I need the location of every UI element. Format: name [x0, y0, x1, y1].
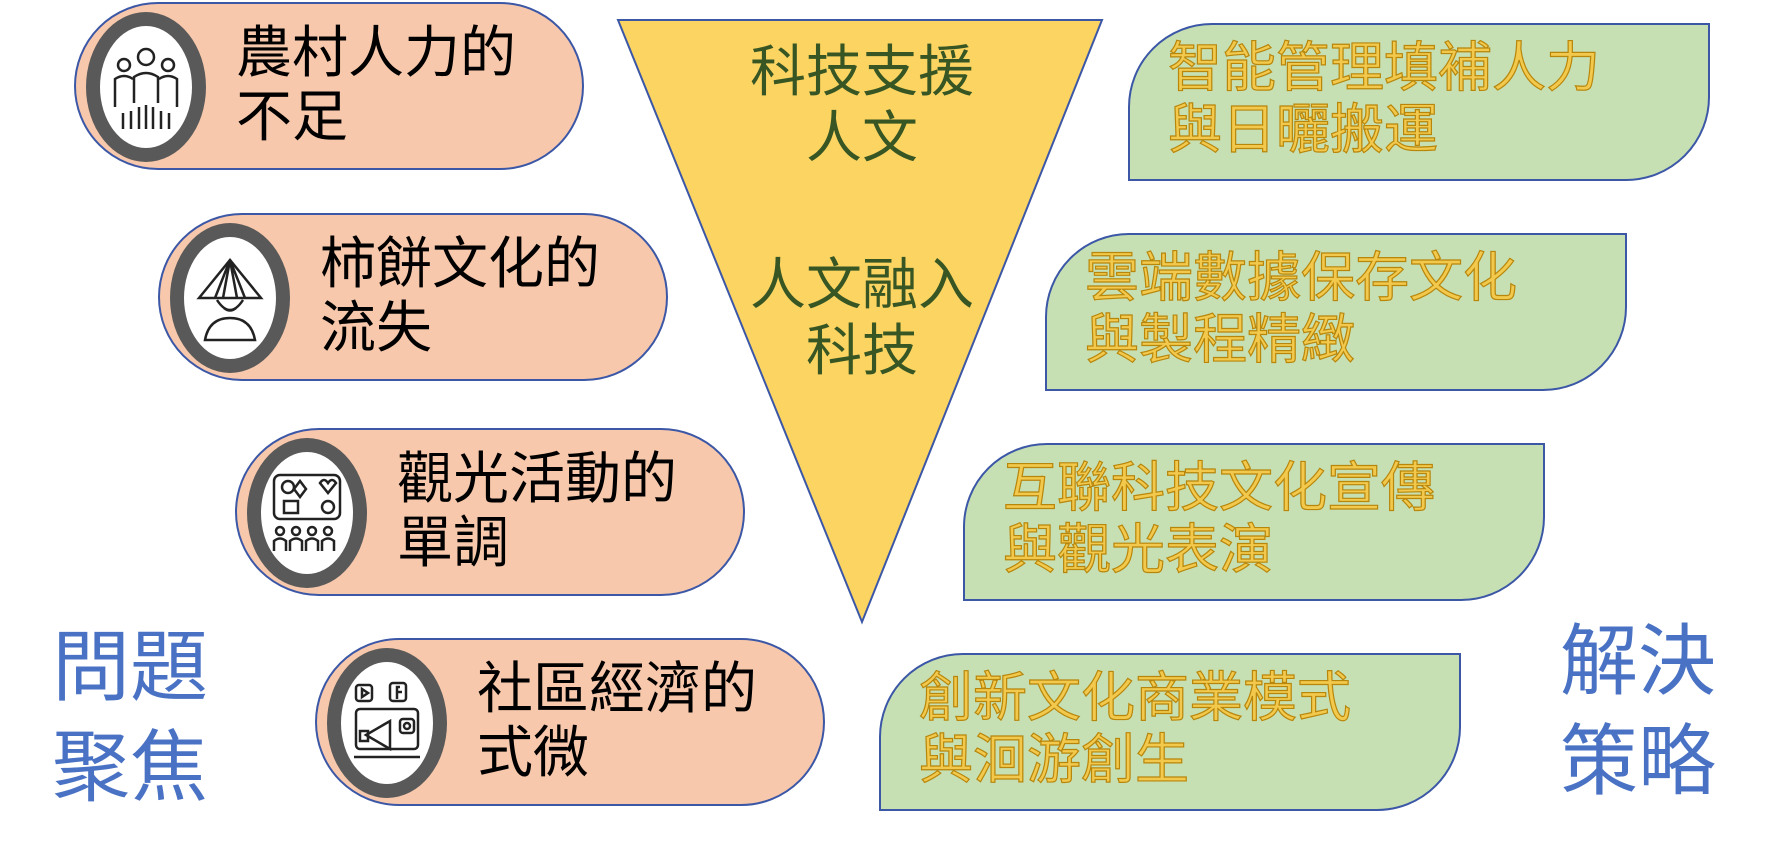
problem-card-tourism: 觀光活動的 單調 [235, 428, 745, 596]
solution-text: 創新文化商業模式 與洄游創生 [918, 666, 1351, 791]
solution-text: 互聯科技文化宣傳 與觀光表演 [1002, 456, 1435, 581]
problem-card-culture: 柿餅文化的 流失 [158, 213, 668, 381]
problem-focus-label: 問題 聚焦 [52, 623, 209, 813]
problem-card-labor: 農村人力的 不足 [74, 2, 584, 170]
farmer-hat-icon [170, 223, 290, 373]
problem-text: 觀光活動的 單調 [397, 447, 677, 576]
problem-text: 柿餅文化的 流失 [320, 232, 600, 361]
problem-card-economy: 社區經濟的 式微 [315, 638, 825, 806]
megaphone-social-icon [327, 648, 447, 798]
solution-card-smart-management: 智能管理填補人力 與日曬搬運 [1128, 23, 1710, 181]
problem-text: 農村人力的 不足 [236, 21, 516, 150]
solution-card-connected-tech: 互聯科技文化宣傳 與觀光表演 [963, 443, 1545, 601]
solution-card-cloud-data: 雲端數據保存文化 與製程精緻 [1045, 233, 1627, 391]
solution-strategy-label: 解決 策略 [1560, 617, 1717, 807]
people-icon [86, 12, 206, 162]
solution-text: 智能管理填補人力 與日曬搬運 [1167, 36, 1600, 161]
funnel-bottom-text: 人文融入 科技 [750, 253, 974, 384]
problem-text: 社區經濟的 式微 [477, 657, 757, 786]
solution-text: 雲端數據保存文化 與製程精緻 [1084, 246, 1517, 371]
funnel-shape [616, 19, 1104, 625]
funnel-top-text: 科技支援 人文 [750, 40, 974, 171]
audience-screen-icon [247, 438, 367, 588]
solution-card-business-model: 創新文化商業模式 與洄游創生 [879, 653, 1461, 811]
